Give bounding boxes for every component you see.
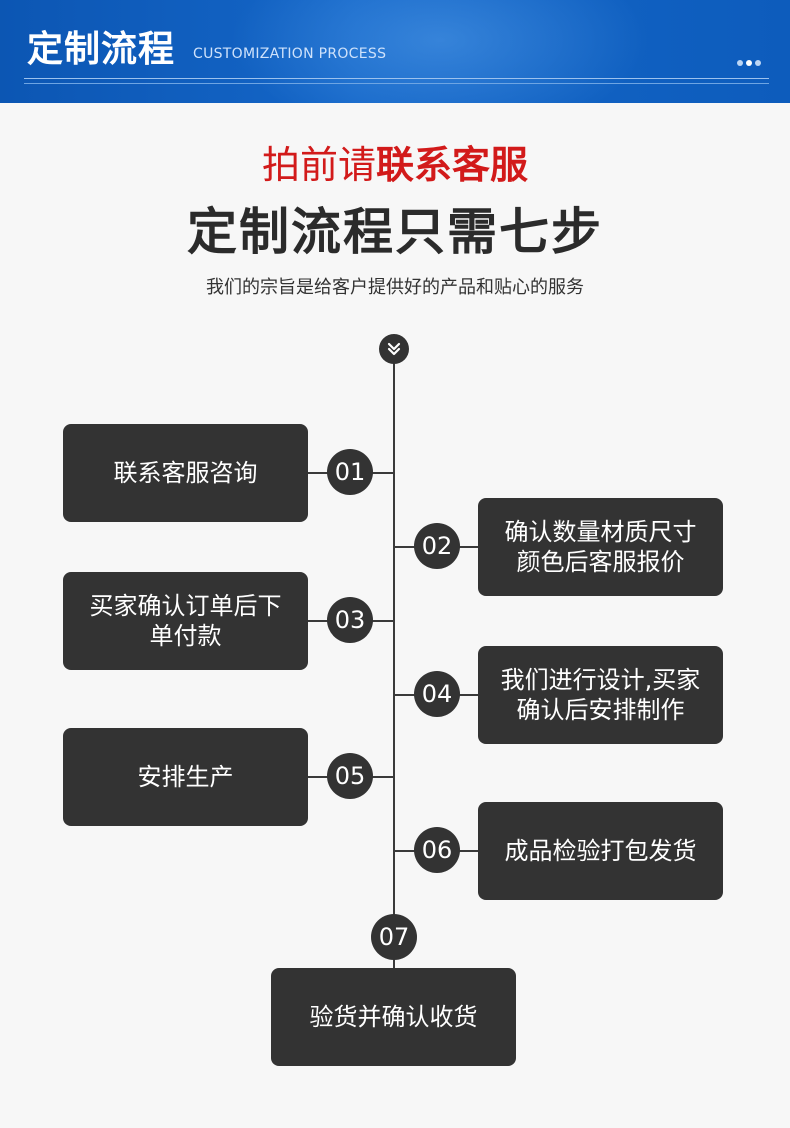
contact-notice-prefix: 拍前请: [261, 143, 376, 187]
step-number-text: 03: [334, 606, 366, 634]
step-label: 成品检验打包发货: [504, 837, 697, 865]
header-divider: [24, 78, 769, 79]
header-glow: [230, 0, 650, 103]
dots-decoration: [737, 51, 764, 70]
step-number-1: 01: [327, 449, 373, 495]
step-box-3: 买家确认订单后下单付款: [63, 572, 308, 670]
step-number-2: 02: [414, 523, 460, 569]
step-box-2: 确认数量材质尺寸颜色后客服报价: [478, 498, 723, 596]
page-subtitle: 我们的宗旨是给客户提供好的产品和贴心的服务: [206, 277, 584, 298]
header-title: 定制流程: [27, 29, 176, 70]
step-box-1: 联系客服咨询: [63, 424, 308, 522]
header-banner: 定制流程 CUSTOMIZATION PROCESS: [0, 0, 790, 103]
step-box-6: 成品检验打包发货: [478, 802, 723, 900]
step-label: 确认数量材质尺寸颜色后客服报价: [504, 518, 697, 576]
contact-notice: 拍前请联系客服: [0, 134, 790, 189]
step-number-6: 06: [414, 827, 460, 873]
step-number-text: 05: [334, 762, 366, 790]
dot: [746, 60, 752, 66]
timeline-axis: [393, 360, 395, 970]
step-number-text: 01: [334, 458, 366, 486]
step-number-7: 07: [371, 914, 417, 960]
step-label: 联系客服咨询: [113, 459, 258, 487]
step-number-text: 04: [421, 680, 453, 708]
step-number-3: 03: [327, 597, 373, 643]
dot: [755, 60, 761, 66]
header-divider: [24, 83, 769, 84]
step-number-text: 07: [378, 923, 410, 951]
step-number-text: 02: [421, 532, 453, 560]
page-title: 定制流程只需七步: [187, 203, 603, 261]
dot: [737, 60, 743, 66]
step-number-5: 05: [327, 753, 373, 799]
double-chevron-down-icon: [379, 334, 409, 364]
step-label: 我们进行设计,买家确认后安排制作: [500, 666, 701, 724]
step-number-4: 04: [414, 671, 460, 717]
step-box-5: 安排生产: [63, 728, 308, 826]
step-label: 买家确认订单后下单付款: [89, 592, 282, 650]
header-subtitle: CUSTOMIZATION PROCESS: [193, 46, 387, 62]
step-box-4: 我们进行设计,买家确认后安排制作: [478, 646, 723, 744]
step-box-7: 验货并确认收货: [271, 968, 516, 1066]
contact-notice-emphasis: 联系客服: [376, 143, 529, 187]
step-label: 安排生产: [137, 763, 234, 791]
step-number-text: 06: [421, 836, 453, 864]
step-label: 验货并确认收货: [309, 1003, 478, 1031]
